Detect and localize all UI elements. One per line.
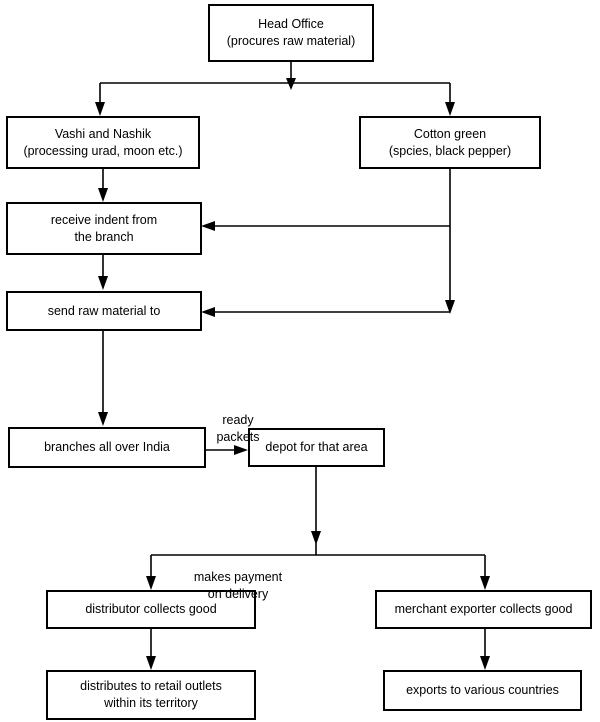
node-depot-area-label: depot for that area [265, 440, 368, 455]
node-receive-indent-label: receive indent from the branch [50, 212, 158, 244]
edge-label-makes-payment-text: makes payment on delivery [193, 570, 283, 601]
node-vashi-nashik-label: Vashi and Nashik (processing urad, moon … [23, 126, 183, 158]
connector-cotton-green-to-send-raw-material [201, 226, 455, 317]
node-receive-indent[interactable]: receive indent from the branch [6, 202, 202, 255]
connector-branches-to-depot [206, 445, 248, 455]
node-merchant-exporter[interactable]: merchant exporter collects good [375, 590, 592, 629]
edge-label-makes-payment: makes payment on delivery [158, 553, 318, 602]
node-distributor[interactable]: distributor collects good [46, 590, 256, 629]
node-exports-label: exports to various countries [406, 683, 559, 698]
connector-head-office-split [95, 62, 455, 116]
edge-label-ready-packets: ready packets [183, 396, 293, 445]
node-cotton-green-label: Cotton green (spcies, black pepper) [388, 126, 512, 158]
node-cotton-green[interactable]: Cotton green (spcies, black pepper) [359, 116, 541, 169]
node-vashi-nashik[interactable]: Vashi and Nashik (processing urad, moon … [6, 116, 200, 169]
connector-vashi-to-receive-indent [98, 169, 108, 202]
node-send-raw-material[interactable]: send raw material to [6, 291, 202, 331]
node-exports[interactable]: exports to various countries [383, 670, 582, 711]
node-retail-outlets[interactable]: distributes to retail outlets within its… [46, 670, 256, 720]
node-send-raw-material-label: send raw material to [47, 303, 161, 318]
node-depot-area[interactable]: depot for that area [248, 428, 385, 467]
node-retail-outlets-label: distributes to retail outlets within its… [80, 679, 222, 710]
node-distributor-label: distributor collects good [85, 602, 217, 617]
node-head-office-label: Head Office (procures raw material) [226, 17, 356, 48]
connector-cotton-green-to-receive-indent [201, 169, 451, 231]
node-merchant-exporter-label: merchant exporter collects good [394, 602, 573, 617]
connector-distributor-to-retail-outlets [146, 629, 156, 670]
edge-label-ready-packets-text: ready packets [216, 413, 260, 444]
node-head-office[interactable]: Head Office (procures raw material) [208, 4, 374, 62]
connector-receive-indent-to-send-raw-material [98, 255, 108, 290]
connector-merchant-to-exports [480, 629, 490, 670]
node-branches-india-label: branches all over India [44, 440, 170, 455]
node-branches-india[interactable]: branches all over India [8, 427, 206, 468]
connector-send-raw-material-to-branches [98, 331, 108, 426]
